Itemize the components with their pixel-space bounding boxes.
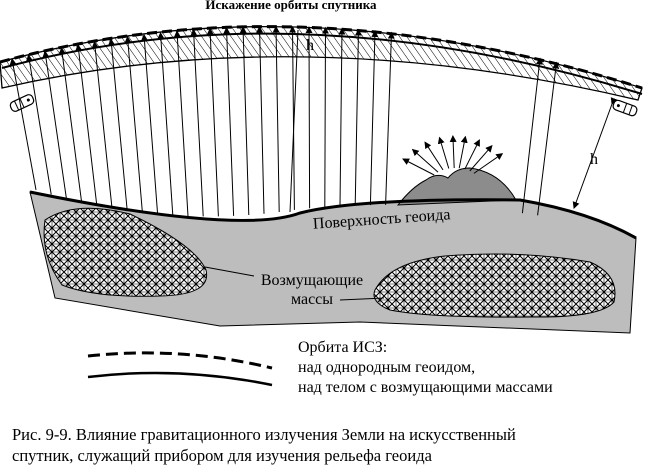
gravity-arrow [239, 26, 250, 216]
legend-dashed-line [87, 351, 273, 370]
legend-heading: Орбита ИСЗ: [298, 339, 387, 356]
gravity-arrow [26, 54, 52, 195]
legend-dashed-entry: над однородным геоидом, [298, 359, 475, 376]
gravity-arrow [223, 26, 235, 216]
gravity-arrow [521, 57, 543, 214]
figure-title: Искажение орбиты спутника [205, 0, 377, 12]
height-indicator-center [289, 29, 299, 213]
leader-line-right-mass [339, 297, 385, 301]
disturbing-mass-right [373, 253, 616, 318]
gravity-arrow [437, 136, 450, 169]
gravity-arrow [321, 26, 329, 208]
gravity-arrow [157, 31, 174, 216]
gravity-arrow [124, 35, 143, 213]
gravity-arrow [385, 31, 395, 205]
gravity-arrow [473, 153, 504, 174]
gravity-arrow [42, 50, 67, 199]
gravity-arrow [289, 25, 297, 210]
gravity-arrow [75, 43, 98, 206]
masses-label-line1: Возмущающие [261, 272, 363, 289]
gravity-arrow [305, 26, 313, 209]
gravity-arrows [9, 25, 560, 217]
orbit-solid-line [1, 32, 643, 95]
height-label-right: h [590, 151, 598, 168]
gravity-arrow [206, 27, 219, 217]
geoid-bulge [396, 167, 517, 206]
disturbing-mass-left [43, 207, 208, 297]
height-indicator-right [572, 97, 618, 209]
gravity-arrow [424, 141, 444, 171]
gravity-arrow [91, 41, 113, 209]
gravity-arrow [9, 58, 37, 190]
gravity-arrow [469, 145, 493, 172]
caption-line2: спутник, служащий прибором для изучения … [12, 446, 433, 465]
legend-solid-entry: над телом с возмущающими массами [298, 379, 553, 396]
gravity-arrow [173, 30, 189, 217]
gravity-arrow [272, 25, 280, 213]
leader-line-left-mass [204, 266, 255, 277]
gravity-arrow [369, 30, 379, 206]
orbit-band [0, 25, 643, 101]
gravity-arrow [58, 47, 83, 203]
gravity-arrow [256, 25, 265, 214]
gravity-arrow [458, 135, 468, 169]
satellite-left-icon [9, 94, 35, 112]
gravity-arrow [402, 158, 435, 176]
height-label-center: h [306, 37, 314, 54]
gravity-arrow [338, 27, 346, 207]
caption-line1: Рис. 9-9. Влияние гравитационного излуче… [12, 425, 516, 444]
gravity-arrow [449, 135, 457, 169]
gravity-arrow [464, 139, 480, 170]
gravity-arrow [354, 28, 362, 206]
gravity-arrow [140, 33, 159, 215]
geoid-surface-line [29, 190, 637, 240]
gravity-arrow [108, 38, 128, 211]
gravity-arrow [411, 148, 439, 173]
gravity-arrow [190, 28, 204, 217]
gravity-arrow [537, 61, 560, 216]
satellite-right-icon [612, 99, 638, 117]
legend-solid-line [87, 371, 273, 387]
masses-label-line2: массы [291, 291, 333, 308]
